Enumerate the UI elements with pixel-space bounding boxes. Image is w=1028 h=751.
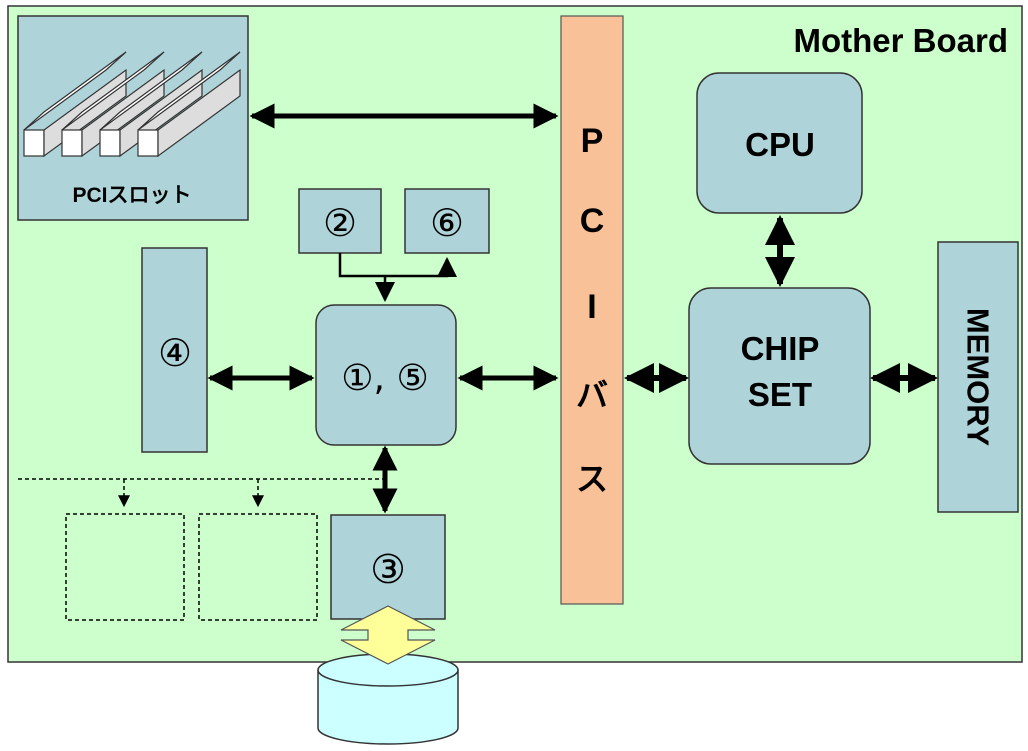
component-6-label: ⑥ (430, 201, 464, 245)
component-3-box: ③ (330, 514, 446, 620)
pci-bus-char-2: C (580, 202, 605, 240)
disk-icon (317, 653, 459, 745)
pci-bus: P C I バ ス (560, 15, 624, 605)
component-1-5-label: ①, ⑤ (341, 358, 428, 399)
memory-label: MEMORY (961, 308, 996, 447)
dashed-box-left (65, 513, 185, 621)
component-2-label: ② (323, 201, 357, 245)
chipset-box: CHIP SET (688, 287, 871, 465)
pci-bus-char-1: P (581, 122, 604, 160)
component-4-label: ④ (158, 331, 192, 375)
pci-bus-char-4: バ (576, 377, 608, 413)
pci-bus-char-5: ス (576, 461, 608, 497)
pci-slot-box: PCIスロット (17, 15, 249, 221)
chipset-label-line1: CHIP (741, 330, 820, 367)
dashed-expansion (18, 478, 384, 621)
component-1-5-box: ①, ⑤ (315, 304, 457, 446)
cpu-label: CPU (745, 126, 815, 163)
component-4-box: ④ (141, 247, 208, 453)
component-2-box: ② (298, 188, 382, 254)
component-3-label: ③ (370, 547, 406, 593)
disk-io-arrow (340, 605, 436, 665)
pci-slot-bars-icon (23, 51, 241, 158)
pci-bus-char-3: I (587, 288, 596, 326)
motherboard-title: Mother Board (794, 22, 1009, 59)
cpu-box: CPU (696, 72, 863, 214)
pci-slot-label: PCIスロット (72, 184, 191, 207)
memory-box: MEMORY (937, 241, 1019, 513)
chipset-label-line2: SET (748, 376, 812, 413)
component-6-box: ⑥ (404, 188, 490, 254)
dashed-box-right (198, 513, 318, 621)
